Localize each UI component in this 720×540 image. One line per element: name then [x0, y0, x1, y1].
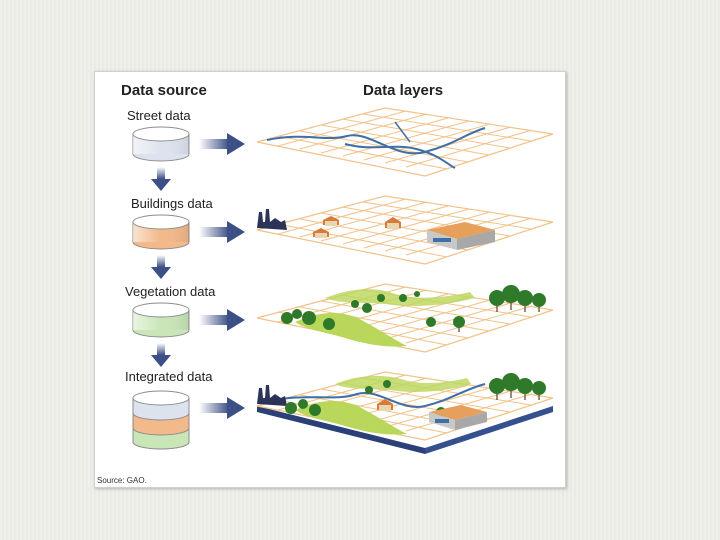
layers-illustration [132, 107, 554, 454]
right-arrow-icon [199, 221, 245, 243]
vegetation-data-label: Vegetation data [125, 284, 216, 299]
street-data-label: Street data [127, 108, 191, 123]
down-arrow-icon [151, 167, 171, 191]
street-layer [256, 107, 554, 177]
data-source-header: Data source [121, 82, 207, 99]
data-layers-header: Data layers [363, 82, 444, 99]
vegetation-database-icon [132, 302, 190, 338]
buildings-database-icon [132, 214, 190, 250]
down-arrow-icon [151, 255, 171, 279]
source-note: Source: GAO. [97, 476, 147, 485]
vegetation-layer [256, 283, 554, 353]
right-arrow-icon [199, 133, 245, 155]
street-database-icon [132, 126, 190, 162]
down-arrow-icon [151, 343, 171, 367]
buildings-data-label: Buildings data [131, 196, 213, 211]
right-arrow-icon [199, 397, 245, 419]
right-arrow-icon [199, 309, 245, 331]
integrated-data-label: Integrated data [125, 369, 213, 384]
integrated-layer [256, 371, 554, 454]
gis-layers-figure: Data source Data layers Street data Buil… [94, 71, 566, 488]
integrated-database-icon [132, 390, 190, 450]
buildings-layer [256, 195, 554, 265]
